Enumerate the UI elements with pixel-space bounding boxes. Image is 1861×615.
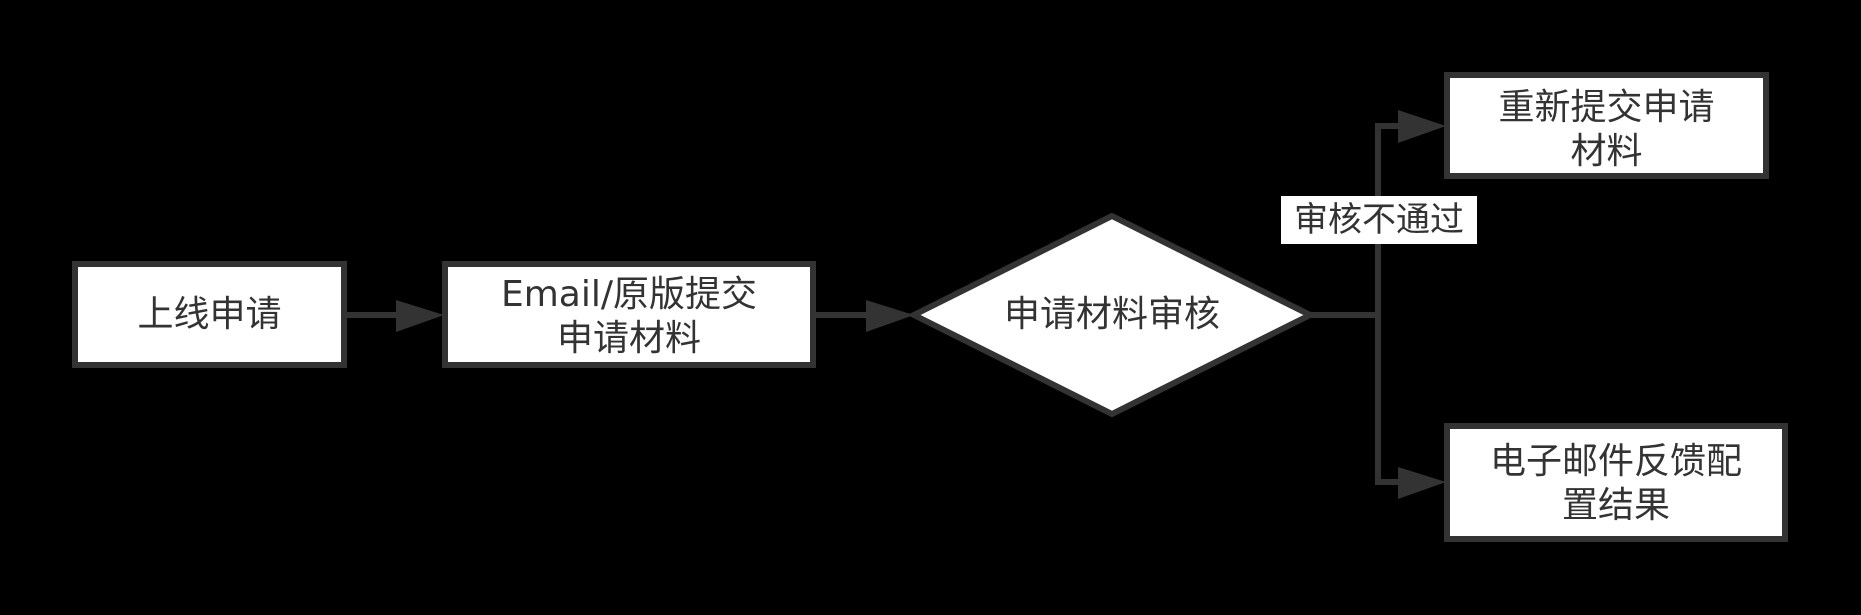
node-label-line2: 置结果 <box>1561 484 1670 526</box>
node-label-line1: 重新提交申请 <box>1498 87 1715 128</box>
edge-apply-to-submit <box>345 300 444 332</box>
edge-label-review-failed: 审核不通过 <box>1281 196 1477 244</box>
arrowhead-icon <box>396 300 444 332</box>
edge-submit-to-review <box>814 300 914 332</box>
node-resubmit-materials[interactable]: 重新提交申请 材料 <box>1444 72 1769 179</box>
arrowhead-icon <box>866 300 914 332</box>
node-label-line2: 材料 <box>1570 131 1643 172</box>
node-label-line1: 电子邮件反馈配 <box>1489 440 1742 482</box>
node-submit-materials[interactable]: Email/原版提交 申请材料 <box>442 261 816 368</box>
edge-review-branches <box>1310 110 1446 499</box>
node-email-feedback[interactable]: 电子邮件反馈配 置结果 <box>1444 423 1788 542</box>
review-diamond-shape[interactable] <box>907 212 1317 418</box>
review-diamond-label: 申请材料审核 <box>914 290 1310 340</box>
node-label: 上线申请 <box>137 293 282 335</box>
node-online-application[interactable]: 上线申请 <box>72 261 347 368</box>
node-label-line1: Email/原版提交 <box>500 274 757 315</box>
arrowhead-icon <box>1398 110 1446 143</box>
node-label: 申请材料审核 <box>1003 294 1220 335</box>
node-label-line2: 申请材料 <box>556 318 701 359</box>
arrowhead-icon <box>1398 467 1446 499</box>
